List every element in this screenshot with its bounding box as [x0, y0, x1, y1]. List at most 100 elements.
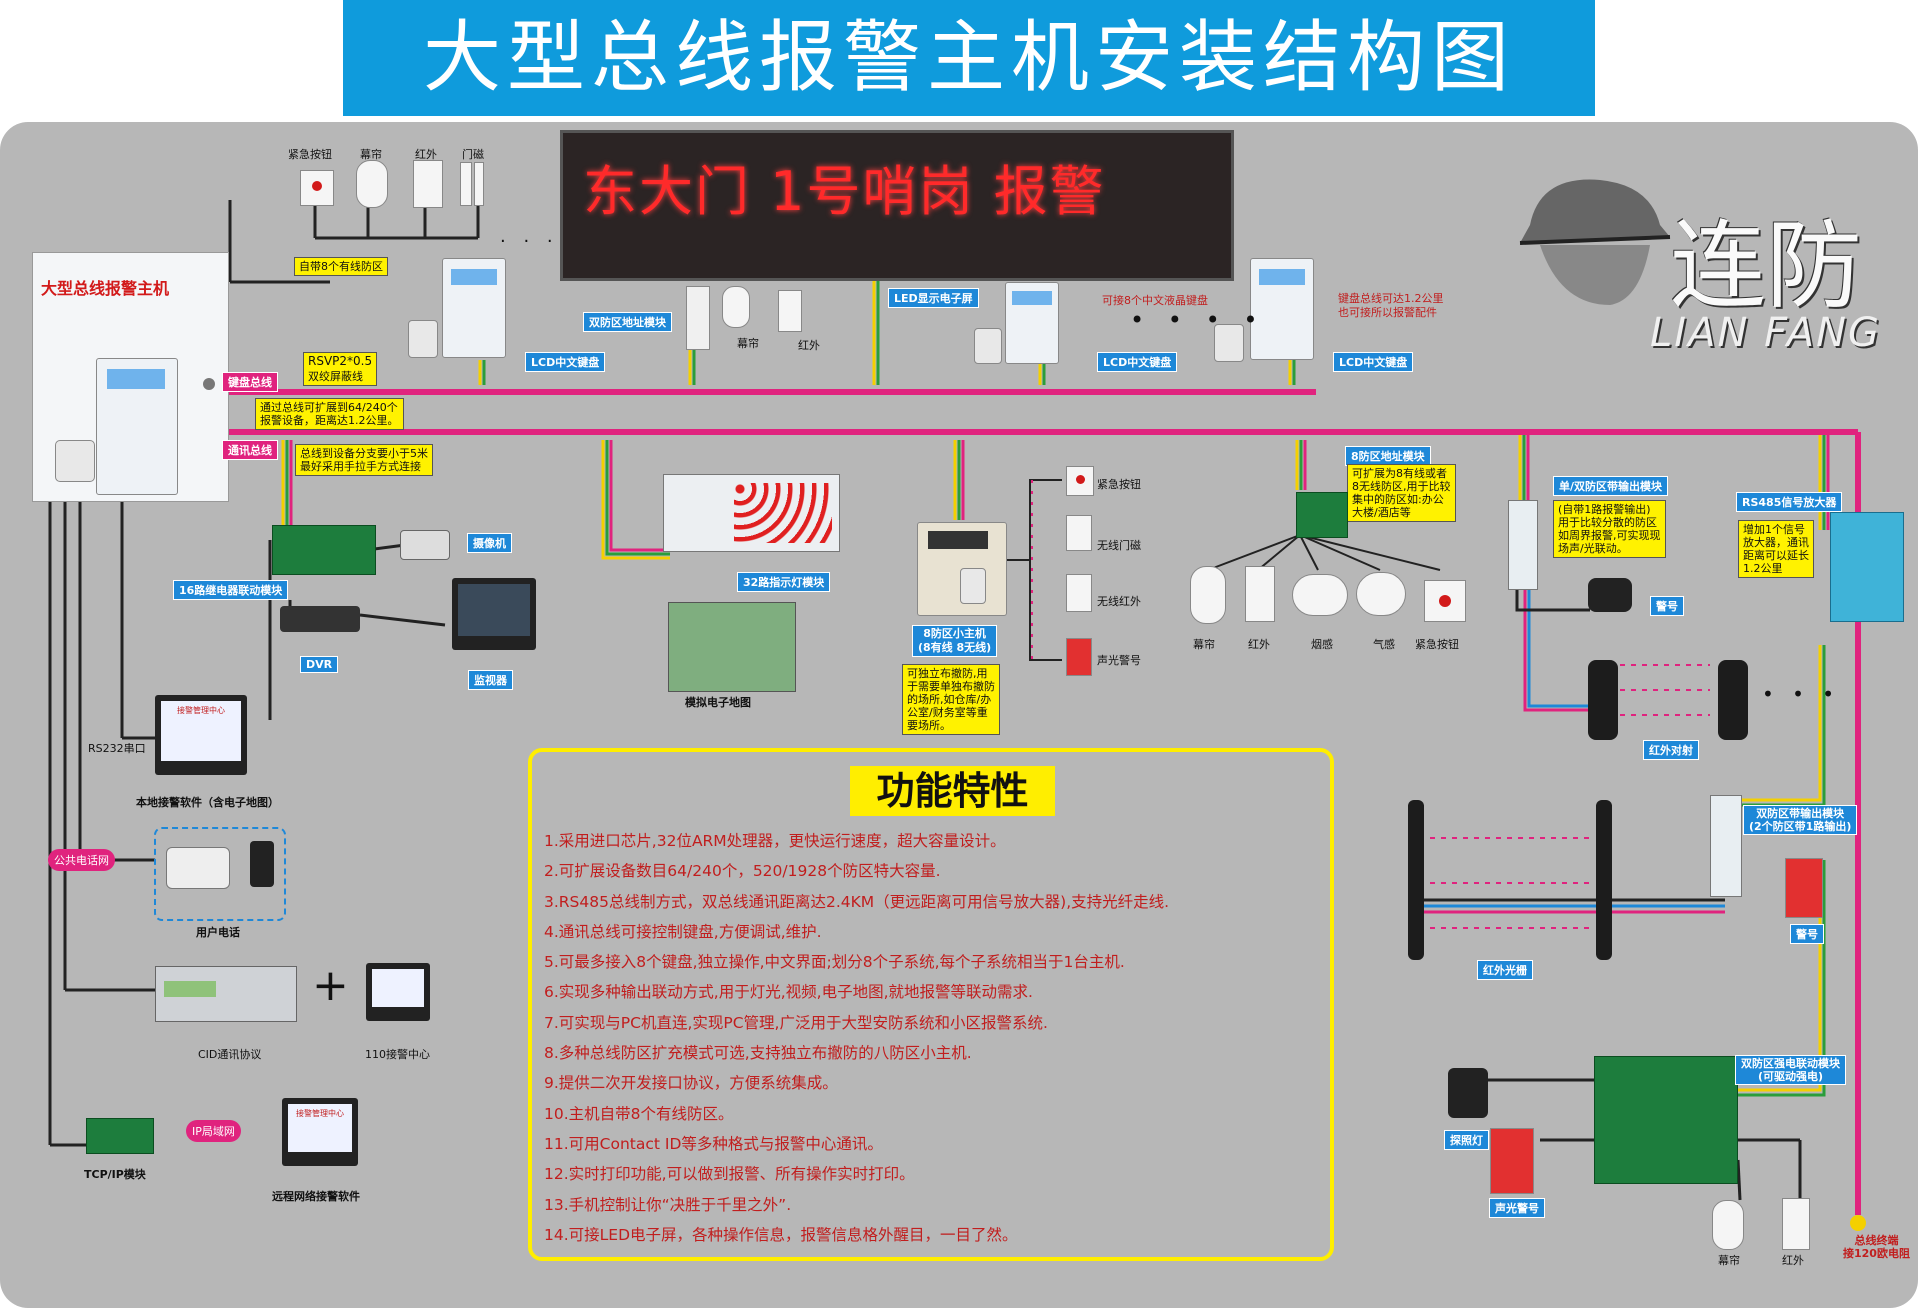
siren-label: 警号: [1650, 596, 1684, 616]
single-dual-note: (自带1路报警输出)用于比较分散的防区如周界报警,可实现现场声/光联动。: [1553, 500, 1666, 558]
cid-receiver: [155, 966, 297, 1022]
curtain-sensor-icon: [1190, 566, 1226, 624]
dual-zone-module: [686, 286, 710, 350]
plus-icon: +: [312, 960, 349, 1011]
led-display-text: 东大门 1号哨岗 报警: [583, 160, 1106, 223]
rs485-label: RS485信号放大器: [1736, 492, 1843, 512]
sub-host-label: 8防区小主机(8有线 8无线): [912, 625, 998, 657]
led-display: 东大门 1号哨岗 报警: [560, 130, 1234, 281]
remote-control-icon: [408, 320, 438, 358]
feature-item: 12.实时打印功能,可以做到报警、所有操作实时打印。: [544, 1165, 915, 1184]
relay-module-label: 16路继电器联动模块: [173, 580, 289, 600]
eight-zone-device-2: 烟感: [1311, 638, 1333, 651]
camera-icon: [400, 530, 450, 560]
ir-beam-label: 红外对射: [1643, 740, 1699, 760]
more-dots: • • •: [1762, 682, 1841, 706]
more-dots: . . .: [500, 226, 559, 247]
strong-power-module: [1594, 1056, 1738, 1184]
feature-item: 4.通讯总线可接控制键盘,方便调试,维护.: [544, 922, 822, 941]
cable-desc: 双绞屏蔽线: [308, 370, 363, 383]
feature-item: 3.RS485总线制方式，双总线通讯距离达2.4KM（更远距离可用信号放大器),…: [544, 892, 1170, 911]
alarm-host-label: 大型总线报警主机: [41, 279, 170, 298]
keypad-screen: [107, 369, 165, 389]
feature-item: 14.可接LED电子屏，各种操作信息，报警信息格外醒目，一目了然。: [544, 1225, 1018, 1244]
ir-grating-right-icon: [1596, 800, 1612, 960]
remote-software-pc: 接警管理中心: [282, 1098, 358, 1166]
ir-grating-left-icon: [1408, 800, 1424, 960]
dvr-label: DVR: [300, 656, 339, 673]
feature-item: 2.可扩展设备数目64/240个，520/1928个防区特大容量.: [544, 862, 941, 881]
bottom-device-0: 幕帘: [1718, 1254, 1740, 1267]
emergency-button-icon: [1424, 580, 1466, 622]
gas-detector-icon: [1356, 572, 1406, 616]
emergency-button-icon: [300, 170, 334, 206]
more-dots: • • • •: [1130, 306, 1266, 334]
curtain-sensor-icon: [356, 160, 388, 208]
feature-panel: 功能特性 1.采用进口芯片,32位ARM处理器，更快运行速度，超大容量设计。 2…: [528, 748, 1334, 1261]
pir-sensor-icon: [1782, 1198, 1810, 1250]
curtain-sensor-icon: [722, 286, 750, 328]
wired-device-label-0: 紧急按钮: [288, 148, 332, 161]
lcd-count-note: 可接8个中文液晶键盘: [1102, 294, 1208, 307]
emap-image: [668, 602, 796, 692]
indicator-module: [663, 474, 840, 552]
lock-icon: [203, 378, 215, 390]
wired-zone-note: 自带8个有线防区: [294, 257, 388, 276]
dual-output-module: [1710, 795, 1742, 897]
tcpip-module: [86, 1118, 154, 1154]
strobe-siren-label: 声光警号: [1489, 1198, 1545, 1218]
page-title: 大型总线报警主机安装结构图: [343, 0, 1595, 116]
center110-label: 110接警中心: [365, 1048, 430, 1061]
comm-bus-label: 通讯总线: [222, 440, 278, 460]
remote-control-icon: [974, 328, 1002, 364]
monitor-device: [452, 578, 536, 650]
eight-zone-device-3: 气感: [1373, 638, 1395, 651]
mobile-phone-icon: [250, 841, 274, 887]
feature-item: 13.手机控制让你“决胜于千里之外”.: [544, 1195, 792, 1214]
user-phone-group: [154, 827, 286, 921]
ir-beam-tx-icon: [1588, 660, 1618, 740]
indicator-module-label: 32路指示灯模块: [737, 572, 831, 592]
remote-control-icon: [55, 440, 95, 482]
eight-zone-device-1: 红外: [1248, 638, 1270, 651]
feature-item: 7.可实现与PC机直连,实现PC管理,广泛用于大型安防系统和小区报警系统.: [544, 1013, 1048, 1032]
feature-item: 11.可用Contact ID等多种格式与报警中心通讯。: [544, 1134, 883, 1153]
eight-zone-module: [1296, 492, 1348, 538]
dual-zone-device-0: 幕帘: [737, 337, 759, 350]
lcd-keyboard-label-1: LCD中文键盘: [525, 352, 606, 372]
ir-grating-label: 红外光栅: [1477, 960, 1533, 980]
emergency-button-icon: [1066, 466, 1094, 496]
wireless-door-icon: [1066, 515, 1092, 551]
siren-icon: [1785, 858, 1823, 918]
feature-list: 1.采用进口芯片,32位ARM处理器，更快运行速度，超大容量设计。 2.可扩展设…: [544, 826, 1169, 1250]
terminator-note: 总线终端接120欧电阻: [1843, 1234, 1910, 1260]
dual-zone-device-1: 红外: [798, 339, 820, 352]
host-keypad[interactable]: [96, 358, 178, 495]
bottom-device-1: 红外: [1782, 1254, 1804, 1267]
pir-sensor-icon: [1245, 566, 1275, 622]
dual-zone-module-label: 双防区地址模块: [583, 312, 672, 332]
lcd-keyboard-2[interactable]: [1005, 282, 1059, 364]
sub-host-device-2: 无线红外: [1097, 595, 1141, 608]
rs485-amplifier: [1830, 512, 1904, 622]
strobe-siren-icon: [1490, 1128, 1534, 1194]
terminator-resistor-icon: [1850, 1215, 1866, 1231]
lcd-keyboard-1[interactable]: [442, 258, 506, 358]
lcd-keyboard-3[interactable]: [1250, 258, 1314, 360]
feature-title: 功能特性: [850, 766, 1055, 816]
monitor-label: 监视器: [468, 670, 513, 690]
strong-power-label: 双防区强电联动模块(可驱动强电): [1735, 1055, 1846, 1085]
cable-note: RSVP2*0.5 双绞屏蔽线: [303, 352, 378, 386]
smoke-detector-icon: [1292, 574, 1348, 616]
feature-item: 8.多种总线防区扩充模式可选,支持独立布撤防的八防区小主机.: [544, 1044, 972, 1063]
remote-software-label: 远程网络接警软件: [272, 1190, 360, 1203]
feature-item: 1.采用进口芯片,32位ARM处理器，更快运行速度，超大容量设计。: [544, 832, 1006, 850]
desk-phone-icon: [166, 847, 230, 889]
wired-device-label-1: 幕帘: [360, 148, 382, 161]
pir-sensor-icon: [413, 160, 443, 208]
single-dual-module: [1508, 500, 1538, 590]
feature-item: 9.提供二次开发接口协议，方便系统集成。: [544, 1074, 838, 1093]
single-dual-module-label: 单/双防区带输出模块: [1553, 476, 1669, 496]
